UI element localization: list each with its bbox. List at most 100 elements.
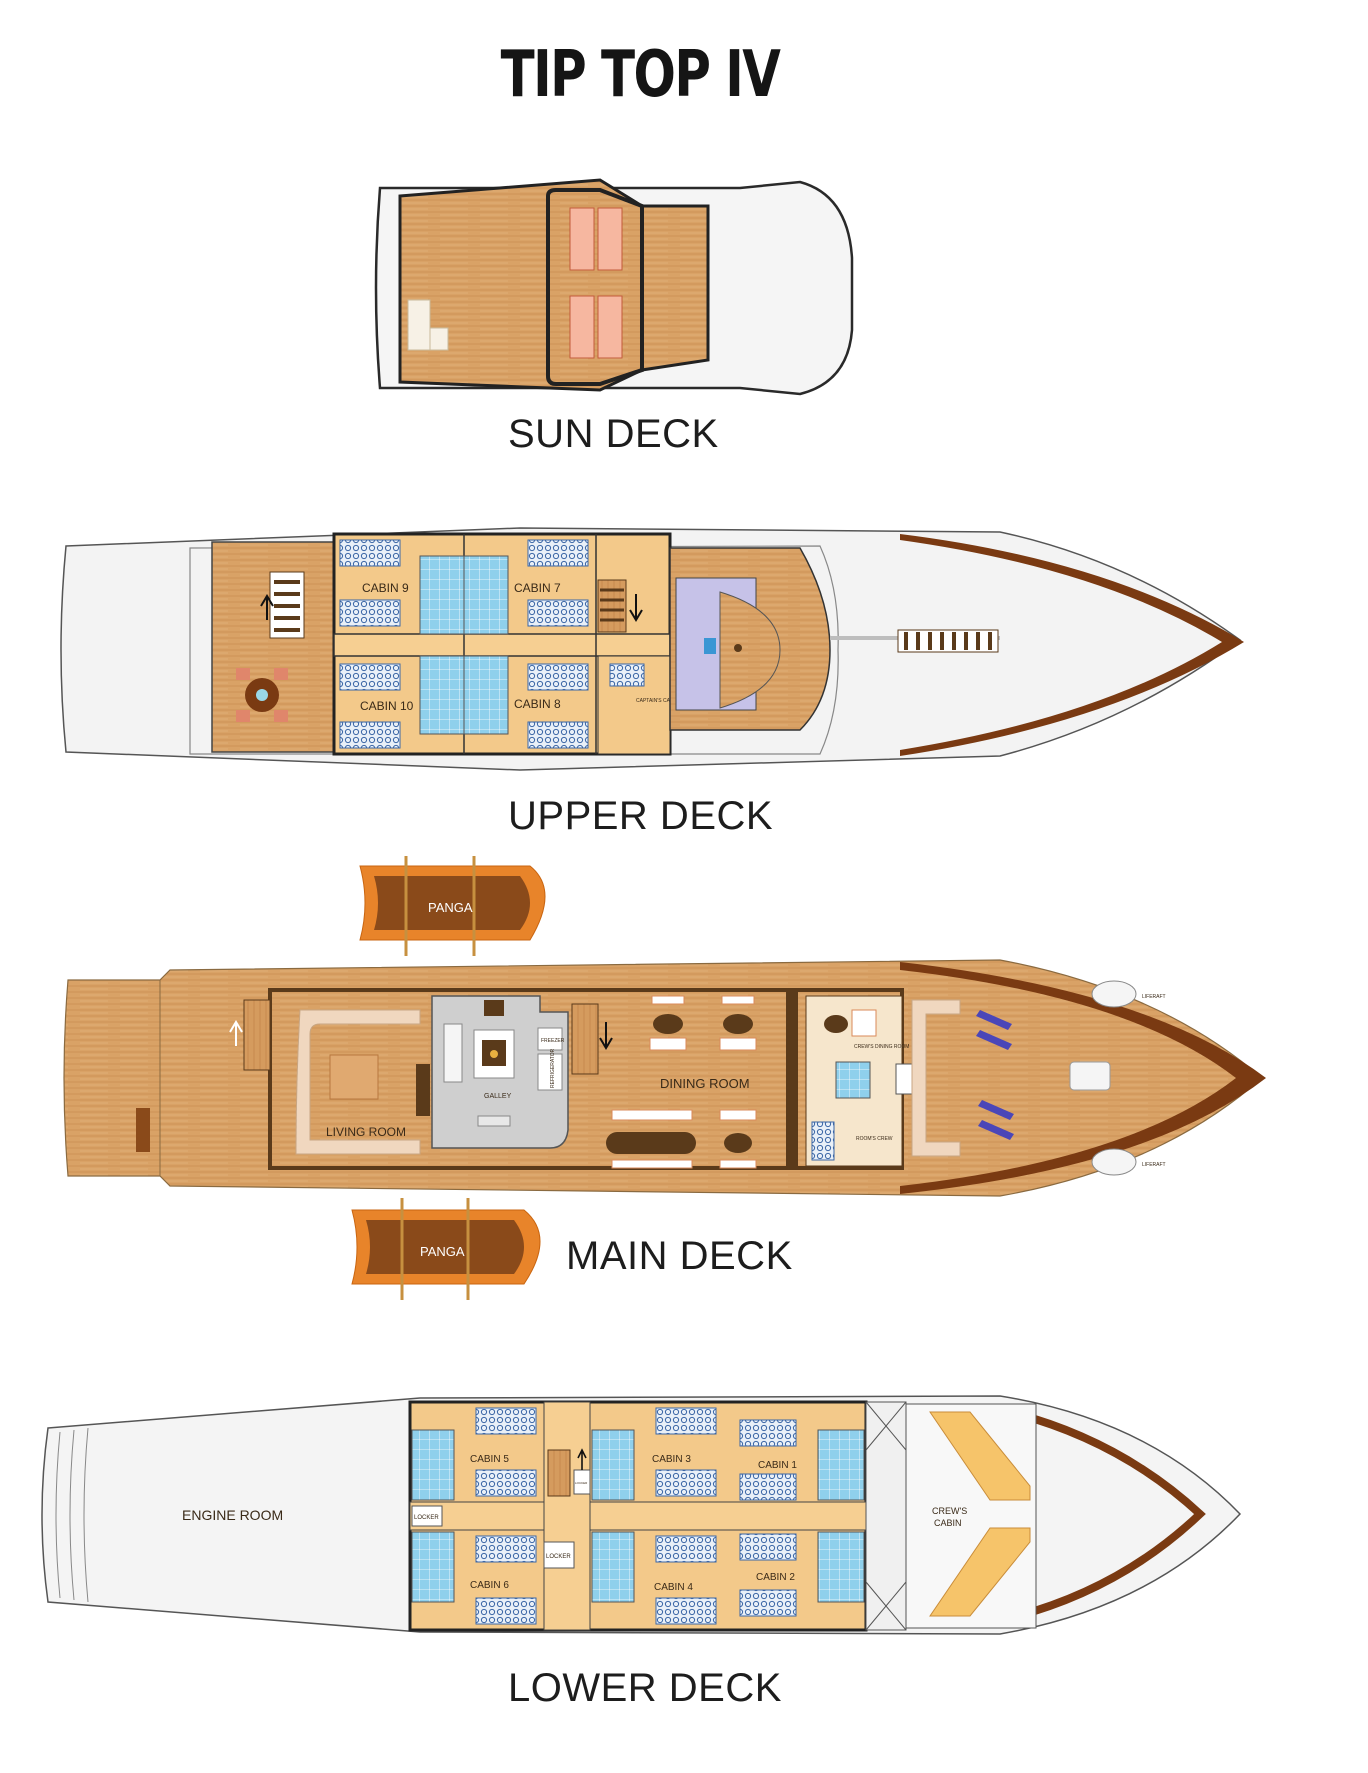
- dining-table: [724, 1133, 752, 1153]
- dining-table-long: [606, 1132, 696, 1154]
- bed: [527, 539, 589, 567]
- crews-cabin-label-2: CABIN: [934, 1518, 962, 1528]
- bed: [609, 663, 645, 687]
- upper-corridor: [333, 633, 671, 657]
- bathroom: [463, 655, 509, 735]
- galley-label: GALLEY: [484, 1093, 512, 1100]
- bathroom: [419, 655, 465, 735]
- dining-room-label: DINING ROOM: [660, 1076, 750, 1091]
- arrow-up-icon: [260, 594, 274, 620]
- lounger: [569, 295, 595, 359]
- upper-deck-superstructure: [189, 545, 839, 755]
- bathroom: [591, 1531, 635, 1603]
- bathroom: [463, 555, 509, 635]
- freezer-label: FREEZER: [541, 1038, 565, 1044]
- captains-cabin-label: CAPTAIN'S CABIN: [636, 698, 679, 704]
- cabin-1-label: CABIN 1: [758, 1460, 797, 1471]
- galley-bench: [416, 1064, 430, 1116]
- lower-stairs: [547, 1449, 571, 1497]
- cabin-8-label: CABIN 8: [514, 697, 561, 711]
- sun-deck-seat: [407, 299, 431, 351]
- liferaft-bottom: [1091, 1148, 1137, 1176]
- living-sofa: [295, 1009, 421, 1155]
- lower-bulkhead: [865, 1401, 907, 1631]
- bow-ladder-steps: [897, 629, 999, 653]
- cabin-9-label: CABIN 9: [362, 581, 409, 595]
- refrigerator: [537, 1053, 563, 1091]
- dining-stairs: [571, 1003, 599, 1075]
- bed: [339, 663, 401, 691]
- living-room-label: LIVING ROOM: [326, 1125, 406, 1139]
- bed: [527, 599, 589, 627]
- lower-corridor: [409, 1501, 867, 1531]
- main-deck: PANGA LIVING ROOM FREEZER REFRIGERATOR G…: [63, 856, 1266, 1300]
- locker-a-label: LOCKER: [414, 1515, 439, 1521]
- cabin-2-label: CABIN 2: [756, 1572, 795, 1583]
- lounger: [569, 207, 595, 271]
- liferaft-bottom-label: LIFERAFT: [1142, 1162, 1166, 1168]
- upper-deck: CABIN 9 CABIN 7 CABIN 10 CABIN 8 CAPTAIN…: [60, 527, 1244, 771]
- bathroom: [419, 555, 465, 635]
- rooms-crew-label: ROOM'S CREW: [856, 1136, 893, 1142]
- cabin-10-label: CABIN 10: [360, 699, 414, 713]
- cabin-4-label: CABIN 4: [654, 1582, 693, 1593]
- lower-bow-trim: [1009, 1408, 1206, 1622]
- refrigerator-label: REFRIGERATOR: [550, 1048, 556, 1088]
- crew-dining-label: CREW'S DINING ROOM: [854, 1044, 909, 1050]
- crew-bathroom: [835, 1061, 871, 1099]
- page-title: TIP TOP IV: [500, 38, 781, 112]
- storage-box: [136, 1108, 150, 1152]
- arrow-down-icon: [629, 594, 643, 622]
- bathroom: [591, 1429, 635, 1501]
- crews-cabin-label-1: CREW'S: [932, 1506, 967, 1516]
- crew-stairs: [895, 1063, 913, 1095]
- bed: [339, 599, 401, 627]
- dining-table: [723, 1014, 753, 1034]
- cabin-5-label: CABIN 5: [470, 1454, 509, 1465]
- sun-deck-seat: [429, 327, 449, 351]
- upper-deck-label: UPPER DECK: [508, 794, 774, 838]
- stairs: [597, 579, 627, 633]
- locker-b-label: LOCKER: [546, 1554, 571, 1560]
- crew-bunks: [929, 1411, 1031, 1501]
- bathroom: [411, 1429, 455, 1501]
- bathroom: [817, 1531, 865, 1603]
- lower-deck-label: LOWER DECK: [508, 1666, 782, 1710]
- bed: [527, 663, 589, 691]
- locker-c-label: LOCKER: [575, 1481, 588, 1485]
- cabin-7-label: CABIN 7: [514, 581, 561, 595]
- lower-deck: ENGINE ROOM CABIN 5 CABIN 3 CABIN 1 CABI…: [41, 1395, 1242, 1635]
- bed: [527, 721, 589, 749]
- bridge-screen: [704, 638, 716, 654]
- helm-console: [719, 591, 781, 709]
- upper-deck-bow-trim: [900, 534, 1244, 756]
- main-stairs: [243, 999, 271, 1071]
- bathroom: [411, 1531, 455, 1603]
- panga-top-label: PANGA: [428, 900, 473, 915]
- bed: [339, 721, 401, 749]
- dining-table: [653, 1014, 683, 1034]
- freezer: [537, 1027, 563, 1051]
- cabin-3-label: CABIN 3: [652, 1454, 691, 1465]
- bed: [339, 539, 401, 567]
- panga-bottom-label: PANGA: [420, 1244, 465, 1259]
- engine-room-label: ENGINE ROOM: [182, 1507, 283, 1523]
- cabin-6-label: CABIN 6: [470, 1580, 509, 1591]
- arrow-up-icon: [229, 1020, 243, 1046]
- foredeck-bench: [911, 999, 961, 1157]
- lower-corridor-center: [543, 1401, 591, 1631]
- hatch: [1069, 1061, 1111, 1091]
- bathroom: [817, 1429, 865, 1501]
- arrow-up-icon: [577, 1448, 587, 1470]
- lounger: [597, 207, 623, 271]
- lounger: [597, 295, 623, 359]
- liferaft-top-label: LIFERAFT: [1142, 994, 1166, 1000]
- lounger-icon: [976, 1010, 1014, 1140]
- locker: [543, 1541, 575, 1569]
- main-deck-label: MAIN DECK: [566, 1234, 793, 1278]
- crew-bunk: [811, 1121, 835, 1161]
- sun-deck-label: SUN DECK: [508, 412, 719, 456]
- locker: [411, 1505, 443, 1527]
- sun-deck-rail: [546, 188, 644, 386]
